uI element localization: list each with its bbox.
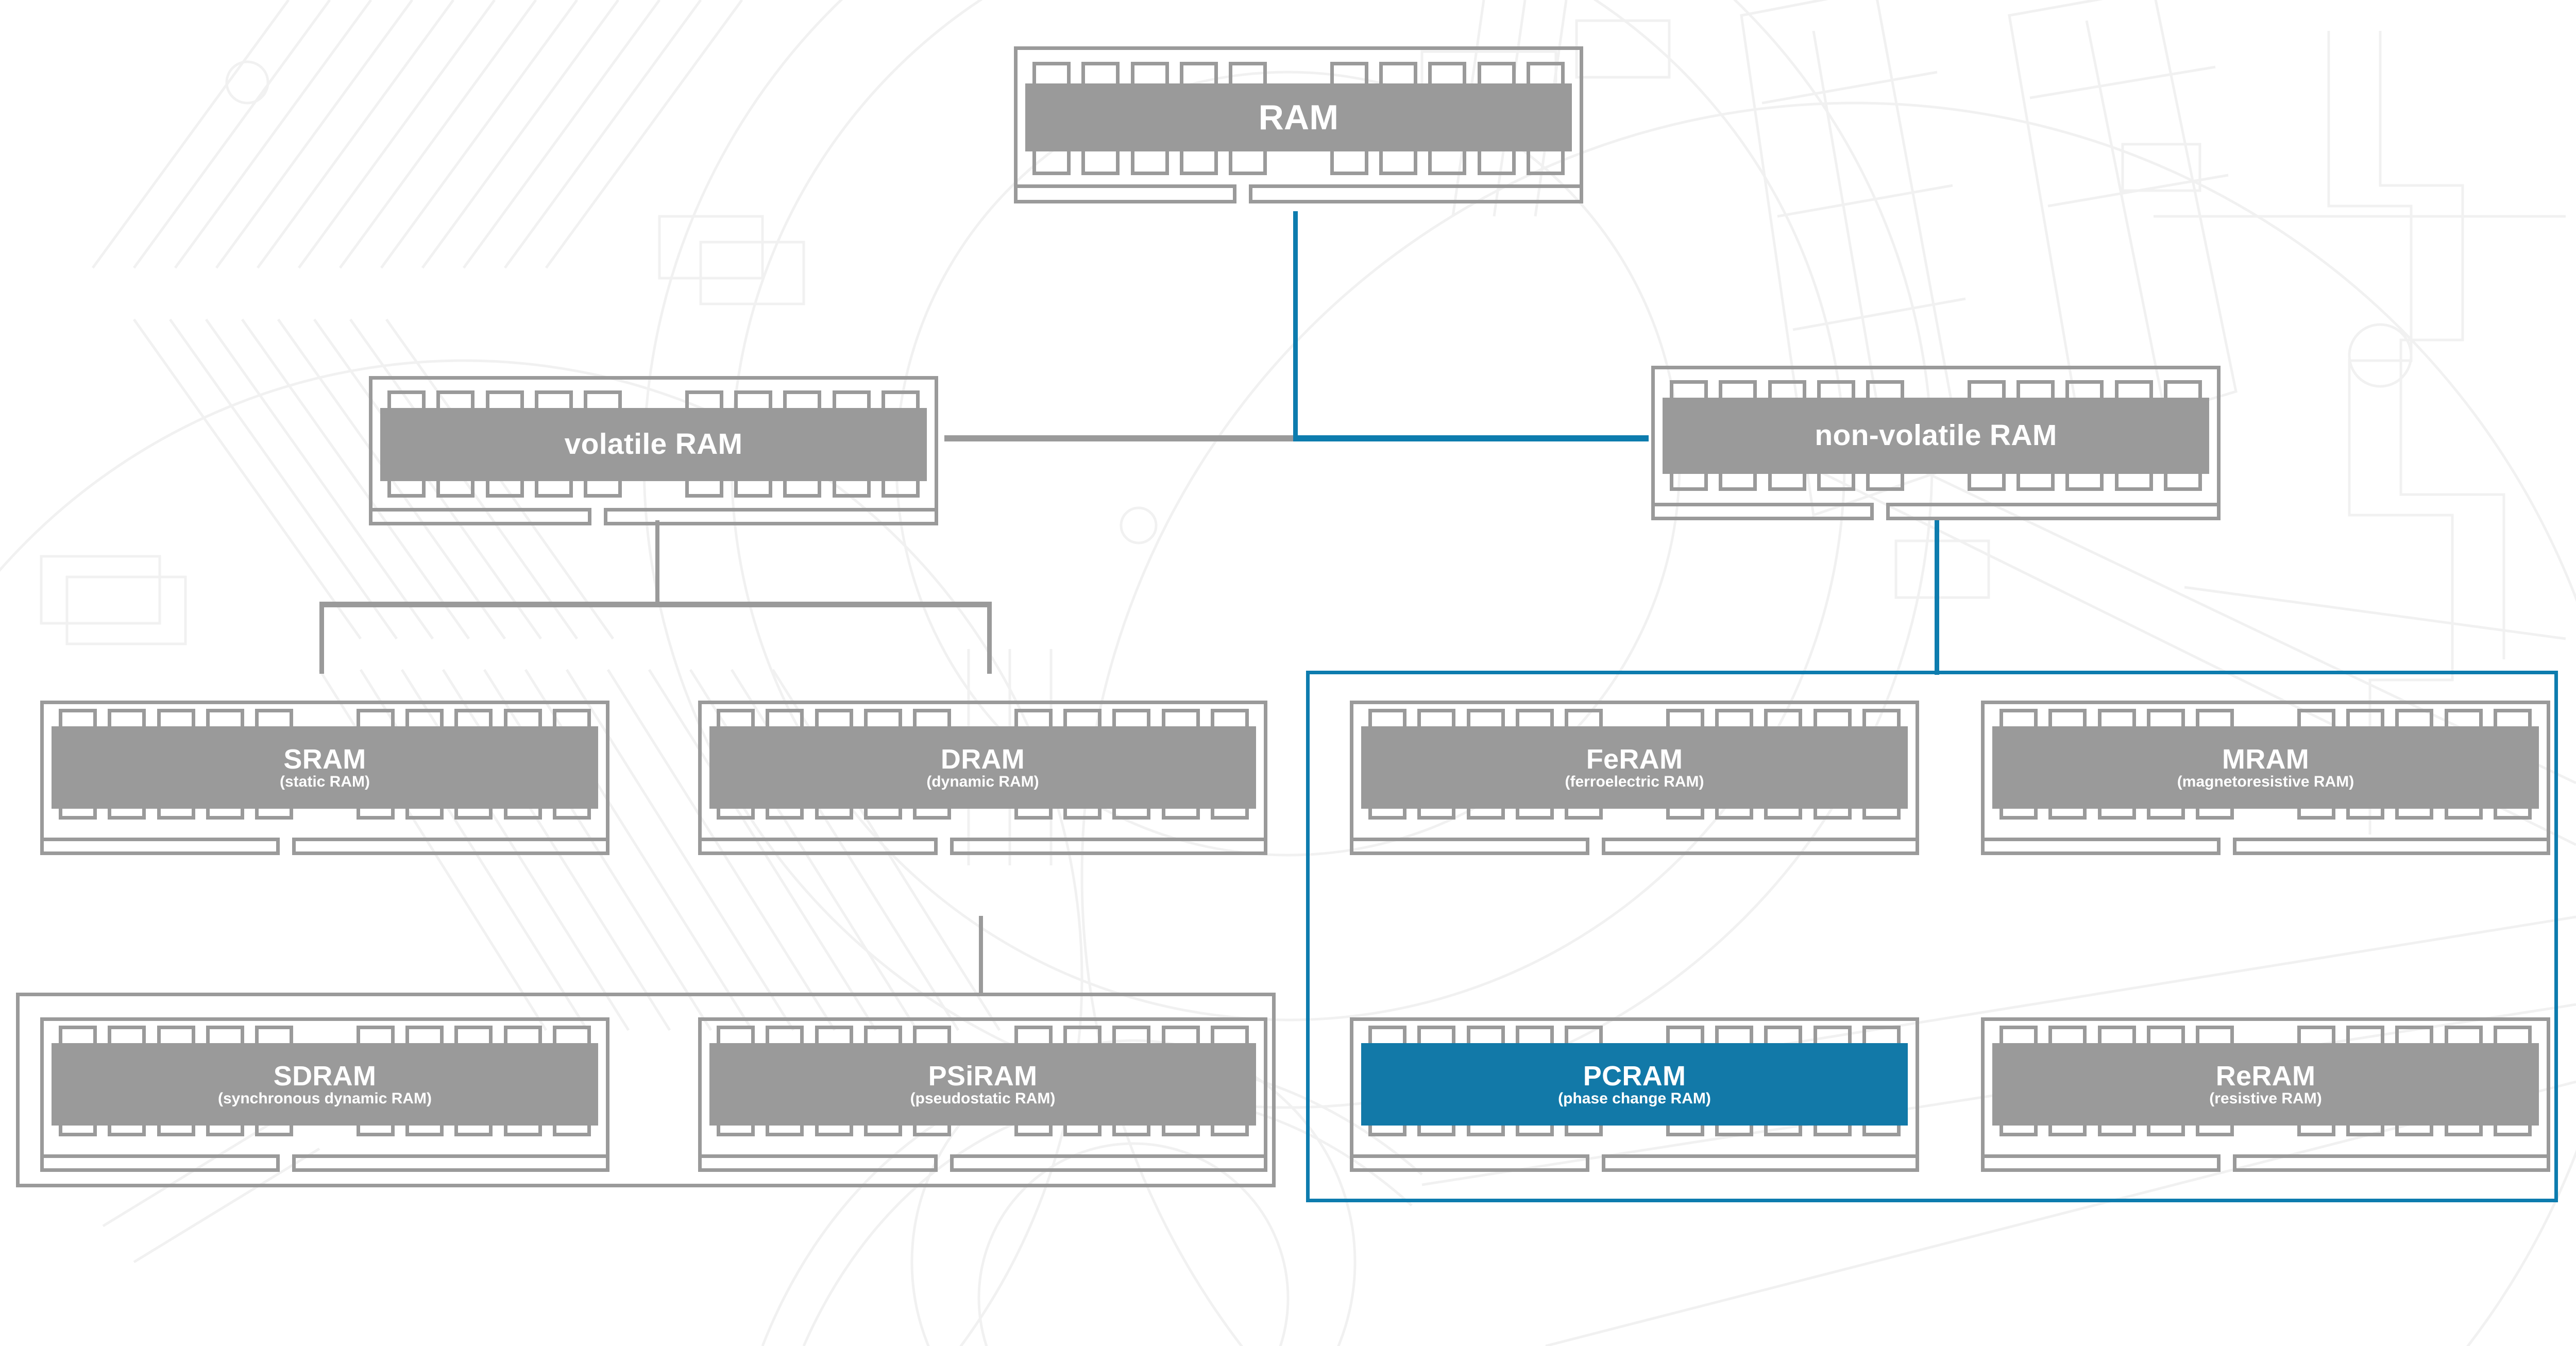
node-subtitle: (magnetoresistive RAM)	[2177, 773, 2354, 791]
node-subtitle: (pseudostatic RAM)	[910, 1090, 1056, 1108]
node-dram[interactable]: DRAM (dynamic RAM)	[698, 701, 1267, 855]
connector-bar-left	[1981, 838, 2221, 855]
connector-bar-left	[698, 1154, 938, 1172]
module-edge-connector	[40, 838, 609, 855]
connector-bar-left	[1350, 838, 1589, 855]
node-title: SRAM	[283, 744, 366, 775]
connector-bar-right	[950, 1154, 1267, 1172]
connector-notch	[938, 1154, 950, 1172]
node-subtitle: (dynamic RAM)	[926, 773, 1039, 791]
module-edge-connector	[40, 1154, 609, 1172]
node-label-band: FeRAM (ferroelectric RAM)	[1361, 726, 1908, 809]
connector-nonvolatile-stem	[1935, 520, 1939, 675]
node-label-band: SRAM (static RAM)	[52, 726, 598, 809]
connector-notch	[1874, 503, 1886, 520]
connector-ram-to-nonvolatile	[1293, 435, 1649, 441]
node-subtitle: (static RAM)	[279, 773, 370, 791]
connector-volatile-bracket	[319, 602, 992, 607]
connector-notch	[1236, 184, 1249, 203]
module-edge-connector	[1350, 1154, 1919, 1172]
module-edge-connector	[1014, 184, 1583, 203]
node-volatile-ram[interactable]: volatile RAM	[369, 376, 938, 525]
module-edge-connector	[1651, 503, 2221, 520]
node-subtitle: (phase change RAM)	[1558, 1090, 1711, 1108]
connector-bar-right	[1249, 184, 1583, 203]
connector-volatile-leg-dram	[987, 602, 992, 674]
connector-bar-right	[950, 838, 1267, 855]
node-sram[interactable]: SRAM (static RAM)	[40, 701, 609, 855]
connector-notch	[2221, 838, 2233, 855]
node-sdram[interactable]: SDRAM (synchronous dynamic RAM)	[40, 1017, 609, 1172]
connector-bar-left	[40, 838, 280, 855]
node-label-band: RAM	[1025, 83, 1572, 151]
node-psiram[interactable]: PSiRAM (pseudostatic RAM)	[698, 1017, 1267, 1172]
connector-bar-right	[292, 838, 609, 855]
connector-notch	[280, 1154, 292, 1172]
node-feram[interactable]: FeRAM (ferroelectric RAM)	[1350, 701, 1919, 855]
node-label-band-highlighted: PCRAM (phase change RAM)	[1361, 1043, 1908, 1126]
connector-bar-right	[1886, 503, 2221, 520]
connector-notch	[1589, 838, 1602, 855]
connector-bar-right	[292, 1154, 609, 1172]
connector-bar-right	[604, 508, 938, 525]
connector-dram-stem	[979, 916, 983, 993]
node-title: volatile RAM	[564, 428, 743, 461]
connector-volatile-stem	[655, 520, 659, 603]
module-edge-connector	[698, 1154, 1267, 1172]
node-label-band: ReRAM (resistive RAM)	[1992, 1043, 2539, 1126]
connector-notch	[938, 838, 950, 855]
connector-ram-to-volatile	[944, 435, 1295, 441]
connector-bar-right	[2233, 838, 2550, 855]
connector-notch	[591, 508, 604, 525]
node-title: PSiRAM	[928, 1061, 1038, 1092]
node-label-band: DRAM (dynamic RAM)	[709, 726, 1256, 809]
connector-notch	[1589, 1154, 1602, 1172]
connector-ram-stem	[1293, 211, 1298, 438]
connector-notch	[280, 838, 292, 855]
node-title: SDRAM	[273, 1061, 377, 1092]
node-mram[interactable]: MRAM (magnetoresistive RAM)	[1981, 701, 2550, 855]
node-title: non-volatile RAM	[1815, 419, 2057, 452]
connector-bar-left	[698, 838, 938, 855]
connector-bar-right	[1602, 1154, 1919, 1172]
connector-bar-left	[1014, 184, 1236, 203]
connector-bar-left	[1350, 1154, 1589, 1172]
node-title: RAM	[1258, 97, 1339, 137]
module-edge-connector	[1350, 838, 1919, 855]
node-label-band: MRAM (magnetoresistive RAM)	[1992, 726, 2539, 809]
connector-bar-right	[2233, 1154, 2550, 1172]
module-edge-connector	[1981, 1154, 2550, 1172]
node-subtitle: (resistive RAM)	[2209, 1090, 2322, 1108]
node-label-band: non-volatile RAM	[1663, 398, 2209, 474]
node-pcram[interactable]: PCRAM (phase change RAM)	[1350, 1017, 1919, 1172]
node-label-band: volatile RAM	[380, 408, 927, 481]
node-title: DRAM	[940, 744, 1025, 775]
node-title: ReRAM	[2215, 1061, 2316, 1092]
connector-bar-left	[369, 508, 591, 525]
node-title: MRAM	[2222, 744, 2310, 775]
node-title: PCRAM	[1583, 1061, 1686, 1092]
node-reram[interactable]: ReRAM (resistive RAM)	[1981, 1017, 2550, 1172]
node-label-band: PSiRAM (pseudostatic RAM)	[709, 1043, 1256, 1126]
connector-bar-right	[1602, 838, 1919, 855]
connector-bar-left	[1981, 1154, 2221, 1172]
node-subtitle: (synchronous dynamic RAM)	[217, 1090, 432, 1108]
node-ram[interactable]: RAM	[1014, 46, 1583, 203]
connector-bar-left	[1651, 503, 1874, 520]
node-non-volatile-ram[interactable]: non-volatile RAM	[1651, 366, 2221, 520]
module-edge-connector	[369, 508, 938, 525]
module-edge-connector	[1981, 838, 2550, 855]
node-title: FeRAM	[1586, 744, 1683, 775]
connector-bar-left	[40, 1154, 280, 1172]
module-edge-connector	[698, 838, 1267, 855]
node-subtitle: (ferroelectric RAM)	[1565, 773, 1704, 791]
node-label-band: SDRAM (synchronous dynamic RAM)	[52, 1043, 598, 1126]
connector-notch	[2221, 1154, 2233, 1172]
connector-volatile-leg-sram	[319, 602, 324, 674]
